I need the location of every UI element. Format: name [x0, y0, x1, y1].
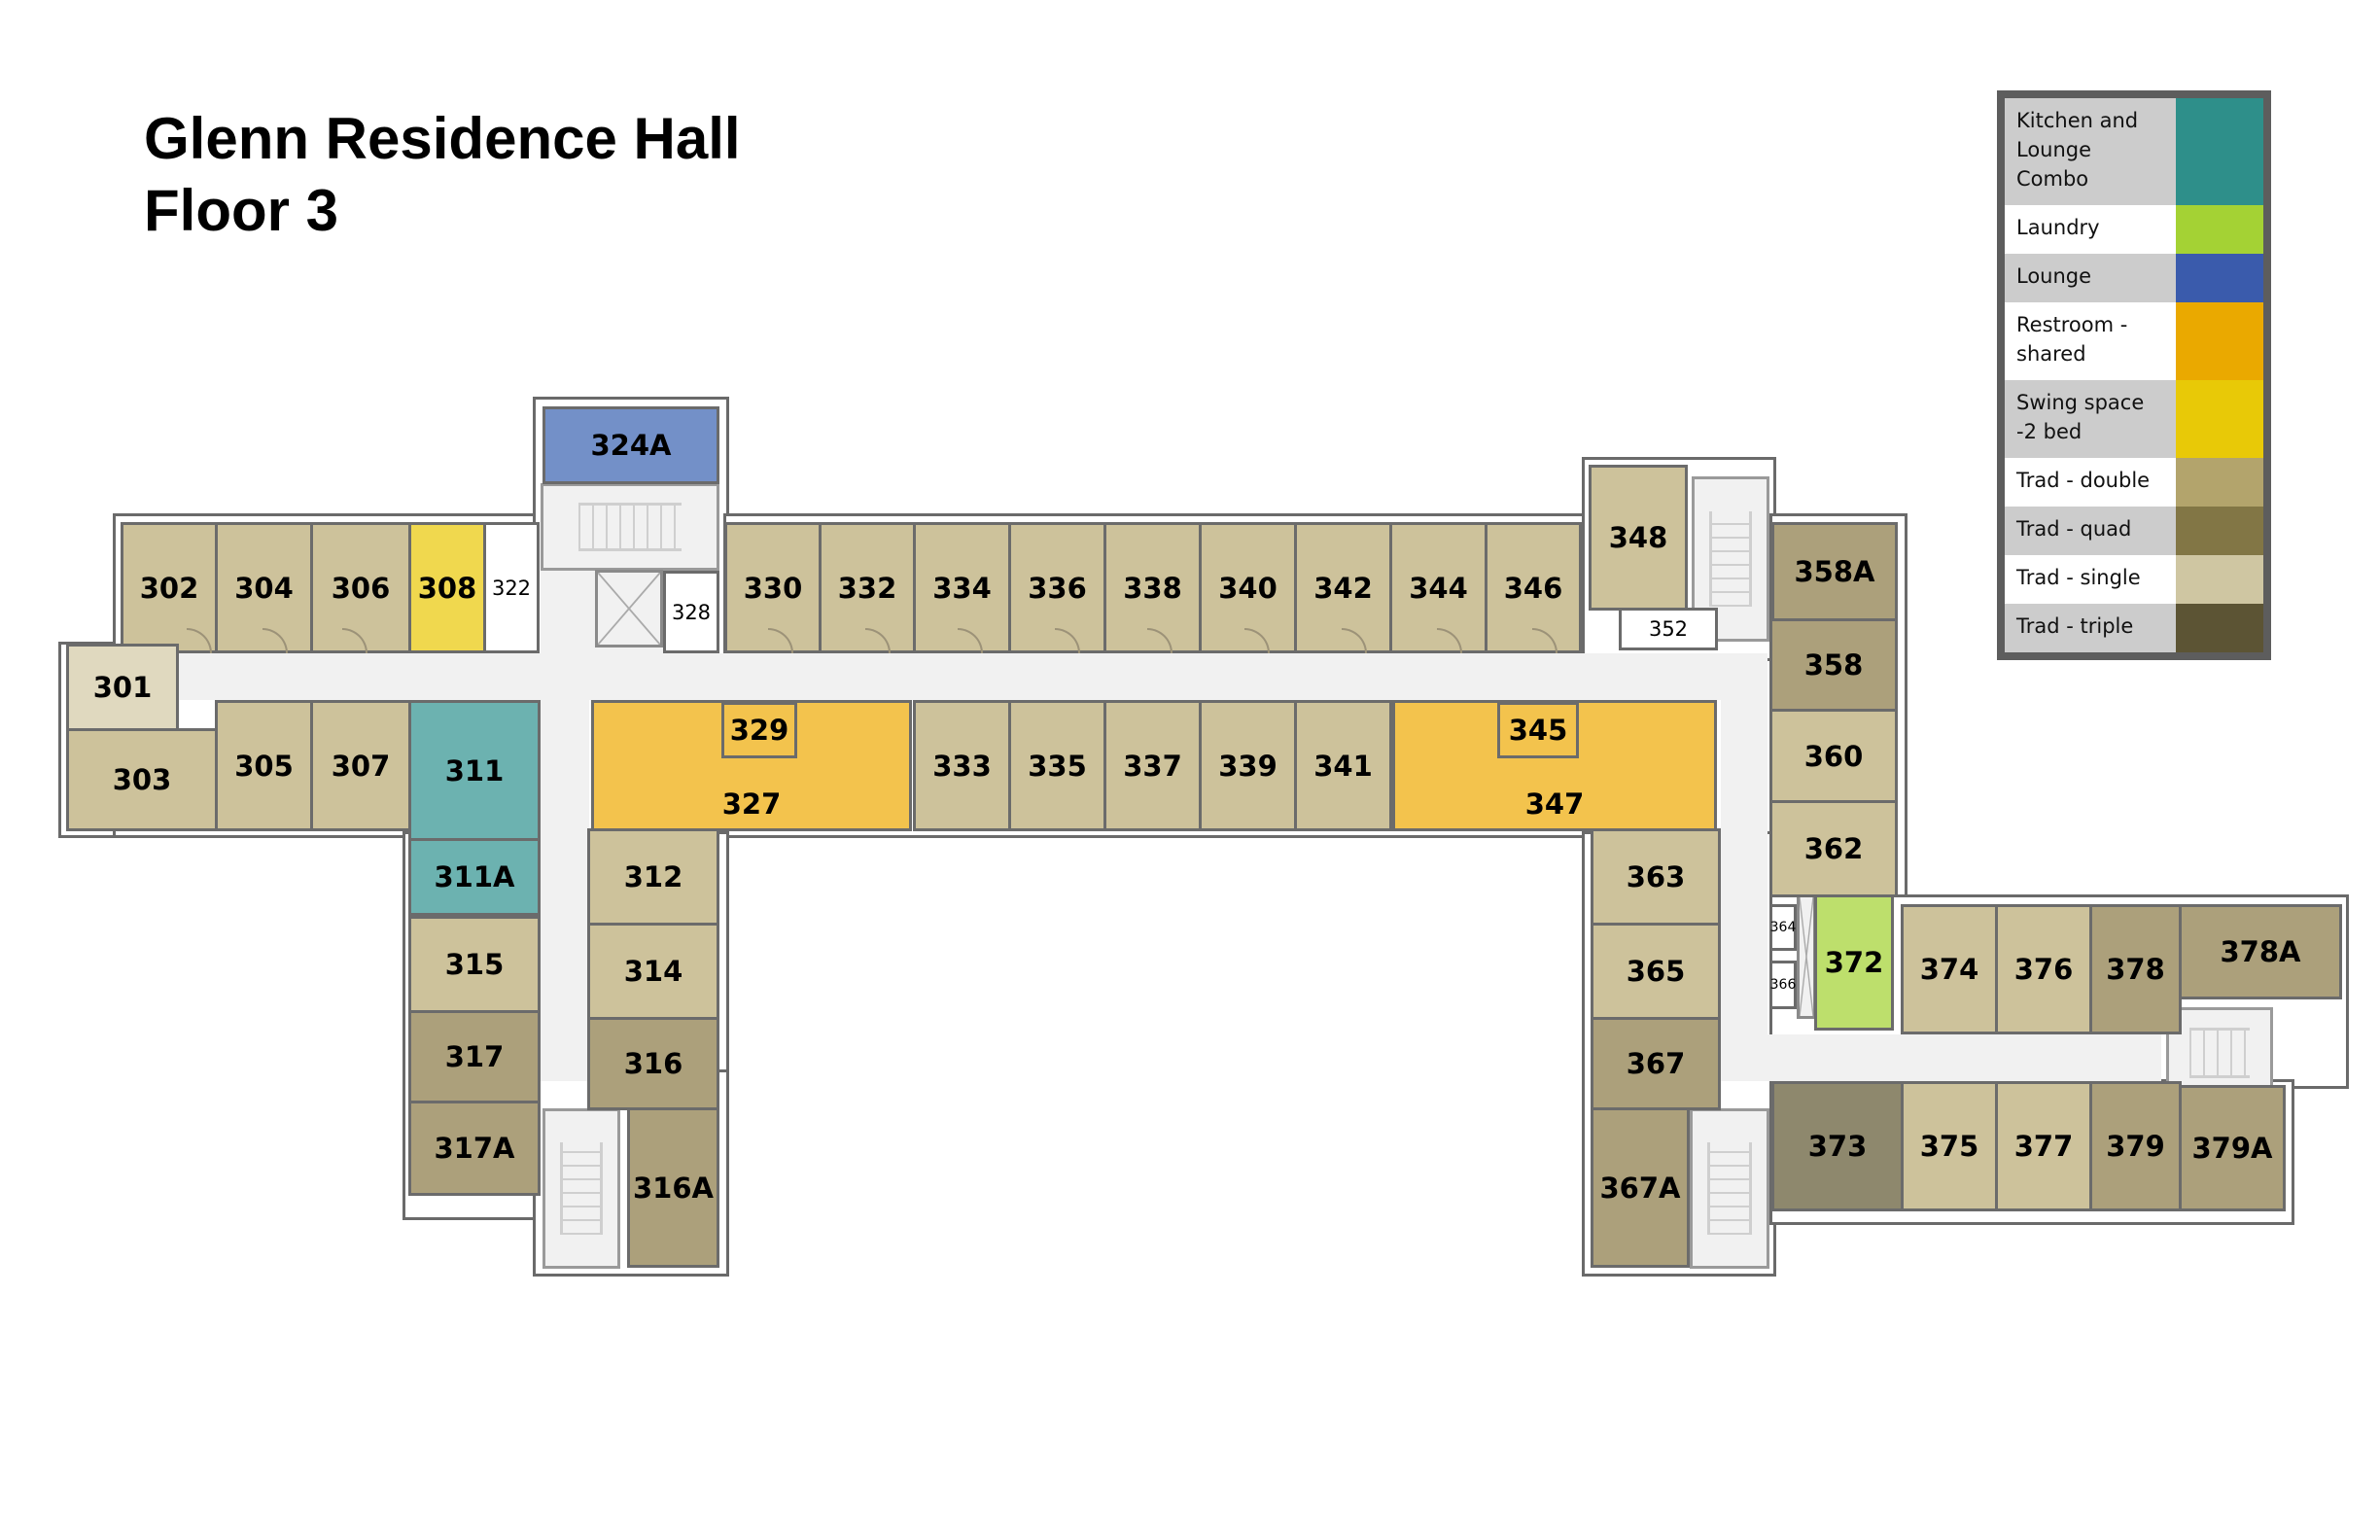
room-335[interactable]: 335 [1008, 700, 1106, 831]
room-364[interactable]: 364 [1769, 904, 1797, 951]
room-377[interactable]: 377 [1995, 1081, 2092, 1211]
room-358[interactable]: 358 [1769, 618, 1898, 712]
room-348[interactable]: 348 [1589, 465, 1688, 611]
room-339[interactable]: 339 [1199, 700, 1297, 831]
room-322[interactable]: 322 [483, 522, 540, 653]
room-316[interactable]: 316 [587, 1017, 719, 1110]
room-329[interactable]: 329 [721, 702, 797, 758]
room-344[interactable]: 344 [1389, 522, 1488, 653]
room-333[interactable]: 333 [913, 700, 1011, 831]
southwest-stairwell [542, 1108, 620, 1269]
far-east-corridor [1768, 1034, 2161, 1081]
room-315[interactable]: 315 [408, 916, 541, 1013]
legend-swatch [2176, 302, 2263, 380]
room-374[interactable]: 374 [1901, 904, 1998, 1034]
room-327-label: 327 [721, 788, 782, 821]
room-312[interactable]: 312 [587, 828, 719, 926]
legend-label: Kitchen and Lounge Combo [2005, 98, 2176, 205]
room-372[interactable]: 372 [1814, 894, 1894, 1031]
legend-label: Restroom - shared [2005, 302, 2176, 380]
southeast-stairwell [1690, 1108, 1769, 1269]
room-324A[interactable]: 324A [542, 406, 719, 484]
legend-swatch [2176, 254, 2263, 302]
northeast-stairwell [1692, 476, 1769, 642]
room-378[interactable]: 378 [2089, 904, 2182, 1034]
legend-swatch [2176, 507, 2263, 555]
room-376[interactable]: 376 [1995, 904, 2092, 1034]
elevator-icon [1800, 897, 1813, 1016]
room-375[interactable]: 375 [1901, 1081, 1998, 1211]
room-328[interactable]: 328 [663, 571, 719, 653]
legend-item-restroom: Restroom - shared [2005, 302, 2263, 380]
room-345[interactable]: 345 [1497, 702, 1579, 758]
main-corridor [177, 653, 1768, 700]
legend-item-lounge: Lounge [2005, 254, 2263, 302]
legend-item-double: Trad - double [2005, 458, 2263, 507]
building-name: Glenn Residence Hall [144, 106, 741, 171]
room-367A[interactable]: 367A [1591, 1107, 1690, 1268]
freight-elevator-shaft [1797, 894, 1816, 1019]
room-306[interactable]: 306 [310, 522, 411, 653]
room-365[interactable]: 365 [1591, 923, 1721, 1020]
room-305[interactable]: 305 [215, 700, 313, 831]
room-379[interactable]: 379 [2089, 1081, 2182, 1211]
map-title: Glenn Residence Hall Floor 3 [144, 103, 741, 247]
room-379A[interactable]: 379A [2179, 1085, 2286, 1211]
room-347[interactable]: 347 [1392, 700, 1717, 831]
room-327[interactable]: 327 [591, 700, 912, 831]
legend-item-quad: Trad - quad [2005, 507, 2263, 555]
room-308[interactable]: 308 [408, 522, 486, 653]
legend-label: Trad - quad [2005, 507, 2176, 555]
room-303[interactable]: 303 [66, 728, 218, 831]
room-317A[interactable]: 317A [408, 1101, 541, 1196]
legend: Kitchen and Lounge Combo Laundry Lounge … [1997, 90, 2271, 660]
room-367[interactable]: 367 [1591, 1017, 1721, 1110]
elevator-shaft [595, 570, 663, 648]
room-317[interactable]: 317 [408, 1010, 541, 1103]
legend-item-triple: Trad - triple [2005, 604, 2263, 652]
elevator-icon [598, 573, 660, 645]
room-314[interactable]: 314 [587, 923, 719, 1020]
room-311A[interactable]: 311A [408, 838, 541, 916]
legend-item-laundry: Laundry [2005, 205, 2263, 254]
room-347-label: 347 [1524, 788, 1585, 821]
room-373[interactable]: 373 [1771, 1081, 1904, 1211]
legend-label: Trad - double [2005, 458, 2176, 507]
room-341[interactable]: 341 [1294, 700, 1392, 831]
legend-item-kitchen: Kitchen and Lounge Combo [2005, 98, 2263, 205]
room-311[interactable]: 311 [408, 700, 541, 841]
legend-label: Lounge [2005, 254, 2176, 302]
legend-item-swing: Swing space -2 bed [2005, 380, 2263, 458]
room-363[interactable]: 363 [1591, 828, 1721, 926]
room-307[interactable]: 307 [310, 700, 411, 831]
west-cross-corridor [541, 653, 589, 1081]
legend-swatch [2176, 98, 2263, 205]
legend-label: Swing space -2 bed [2005, 380, 2176, 458]
room-360[interactable]: 360 [1769, 709, 1898, 803]
room-362[interactable]: 362 [1769, 800, 1898, 897]
legend-label: Trad - triple [2005, 604, 2176, 652]
room-301[interactable]: 301 [66, 644, 179, 731]
room-358A[interactable]: 358A [1771, 522, 1898, 621]
legend-item-single: Trad - single [2005, 555, 2263, 604]
legend-label: Trad - single [2005, 555, 2176, 604]
room-316A[interactable]: 316A [627, 1107, 719, 1268]
legend-swatch [2176, 458, 2263, 507]
east-cross-corridor [1721, 653, 1768, 1081]
legend-swatch [2176, 555, 2263, 604]
legend-label: Laundry [2005, 205, 2176, 254]
room-366[interactable]: 366 [1769, 961, 1797, 1009]
legend-swatch [2176, 205, 2263, 254]
room-337[interactable]: 337 [1103, 700, 1202, 831]
floor-name: Floor 3 [144, 178, 339, 243]
north-stairwell [541, 483, 719, 571]
legend-swatch [2176, 380, 2263, 458]
room-352[interactable]: 352 [1619, 608, 1718, 650]
legend-swatch [2176, 604, 2263, 652]
room-378A[interactable]: 378A [2179, 904, 2342, 999]
